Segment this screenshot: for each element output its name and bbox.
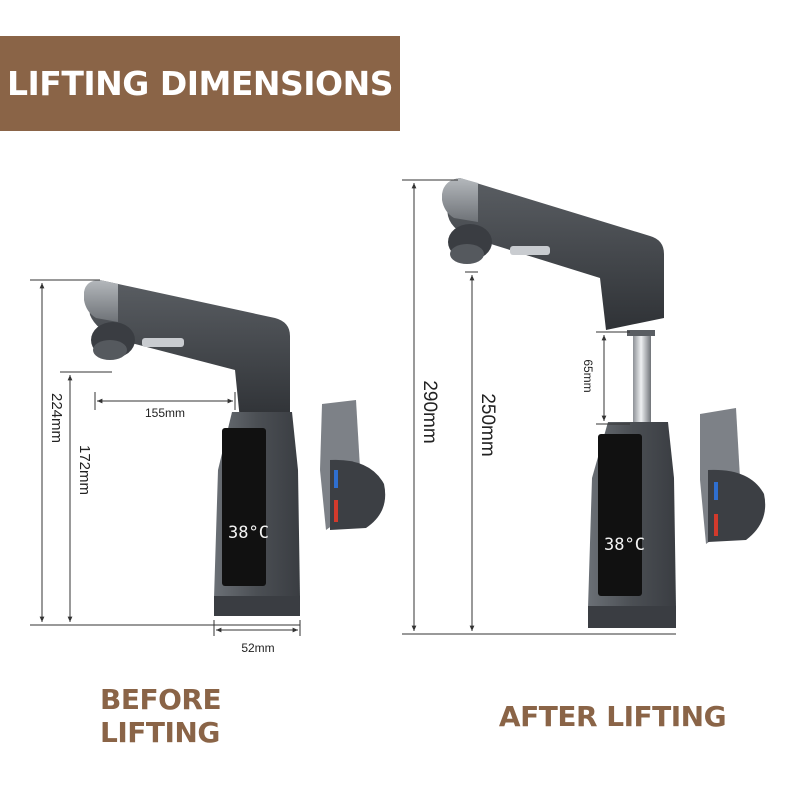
caption-after-lifting: AFTER LIFTING xyxy=(498,699,727,733)
faucet-before xyxy=(84,280,386,616)
faucet-after xyxy=(442,178,766,628)
dimension-lines-before xyxy=(30,279,301,636)
title-banner: LIFTING DIMENSIONS xyxy=(0,36,400,131)
temperature-display-after: 38°C xyxy=(604,535,645,555)
temperature-display-before: 38°C xyxy=(228,523,269,543)
caption-before-lifting: BEFORE LIFTING xyxy=(100,683,222,749)
dim-before-base: 52mm xyxy=(241,641,274,655)
dim-after-spout-height: 250mm xyxy=(477,393,498,456)
dim-before-spout-height: 172mm xyxy=(76,445,93,495)
dimension-lines-after xyxy=(402,179,676,635)
dim-after-total-height: 290mm xyxy=(419,380,440,443)
dim-before-total-height: 224mm xyxy=(48,393,65,443)
dim-after-lift: 65mm xyxy=(581,359,595,392)
dim-before-reach: 155mm xyxy=(145,406,185,420)
banner-title: LIFTING DIMENSIONS xyxy=(7,64,394,103)
